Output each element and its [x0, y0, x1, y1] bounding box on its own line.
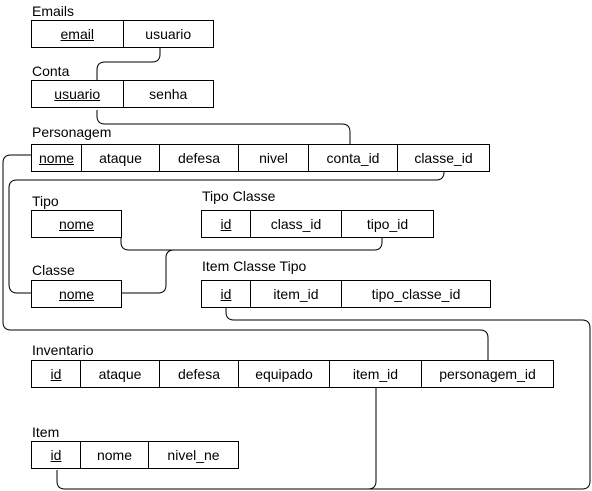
table-item: id nome nivel_ne	[31, 441, 239, 469]
field-tipo-classe-id: id	[202, 211, 251, 237]
field-classe-nome: nome	[58, 286, 95, 302]
table-title-inventario: Inventario	[32, 342, 94, 358]
field-inventario-defesa: defesa	[160, 361, 239, 387]
table-classe: nome	[31, 280, 122, 308]
link-emails-usuario-to-conta	[96, 48, 161, 80]
field-inventario-personagem-id: personagem_id	[439, 366, 536, 382]
table-tipo: nome	[31, 210, 122, 238]
link-item-classe-tipo-item-id-to-item	[56, 308, 591, 490]
table-inventario: id ataque defesa equipado item_id person…	[31, 360, 554, 388]
field-item-id: id	[32, 442, 81, 468]
field-item-classe-tipo-tipo-classe-id: tipo_classe_id	[371, 286, 461, 302]
field-emails-usuario: usuario	[145, 26, 192, 42]
table-title-item: Item	[32, 424, 60, 440]
table-title-tipo-classe: Tipo Classe	[202, 188, 276, 204]
table-title-classe: Classe	[32, 262, 75, 278]
field-personagem-classe-id: classe_id	[414, 150, 473, 166]
field-item-classe-tipo-id: id	[202, 281, 251, 307]
field-emails-email: email	[32, 21, 124, 47]
table-tipo-classe: id class_id tipo_id	[201, 210, 434, 238]
field-personagem-conta-id: conta_id	[309, 145, 398, 171]
field-tipo-classe-class-id: class_id	[251, 211, 342, 237]
field-inventario-equipado: equipado	[239, 361, 330, 387]
link-classe-nome-to-tipo-classe-class-id	[121, 249, 175, 294]
link-tipo-nome-to-tipo-classe-tipo-id	[120, 238, 383, 251]
field-item-nome: nome	[81, 442, 149, 468]
table-conta: usuario senha	[31, 80, 214, 108]
table-personagem: nome ataque defesa nivel conta_id classe…	[31, 144, 490, 172]
field-item-nivel-ne: nivel_ne	[167, 447, 220, 463]
link-inventario-item-id-to-item	[367, 388, 377, 490]
table-title-personagem: Personagem	[32, 124, 112, 140]
table-title-tipo: Tipo	[32, 193, 59, 209]
table-emails: email usuario	[31, 20, 214, 48]
field-inventario-id: id	[32, 361, 81, 387]
field-personagem-nivel: nivel	[239, 145, 309, 171]
field-conta-senha: senha	[149, 86, 188, 102]
link-personagem-classe-id-to-classe	[8, 171, 445, 294]
field-personagem-defesa: defesa	[160, 145, 239, 171]
field-tipo-nome: nome	[58, 216, 95, 232]
field-personagem-nome: nome	[32, 145, 82, 171]
table-title-emails: Emails	[32, 3, 75, 19]
field-tipo-classe-tipo-id: tipo_id	[366, 216, 409, 232]
table-title-conta: Conta	[32, 63, 70, 79]
table-item-classe-tipo: id item_id tipo_classe_id	[201, 280, 491, 308]
field-inventario-ataque: ataque	[81, 361, 160, 387]
field-conta-usuario: usuario	[32, 81, 124, 107]
link-conta-usuario-to-personagem-conta-id	[96, 110, 351, 144]
table-title-item-classe-tipo: Item Classe Tipo	[202, 258, 307, 274]
field-item-classe-tipo-item-id: item_id	[251, 281, 342, 307]
link-inventario-personagem-id-to-personagem-nome	[2, 154, 489, 360]
field-personagem-ataque: ataque	[82, 145, 160, 171]
field-inventario-item-id: item_id	[330, 361, 422, 387]
